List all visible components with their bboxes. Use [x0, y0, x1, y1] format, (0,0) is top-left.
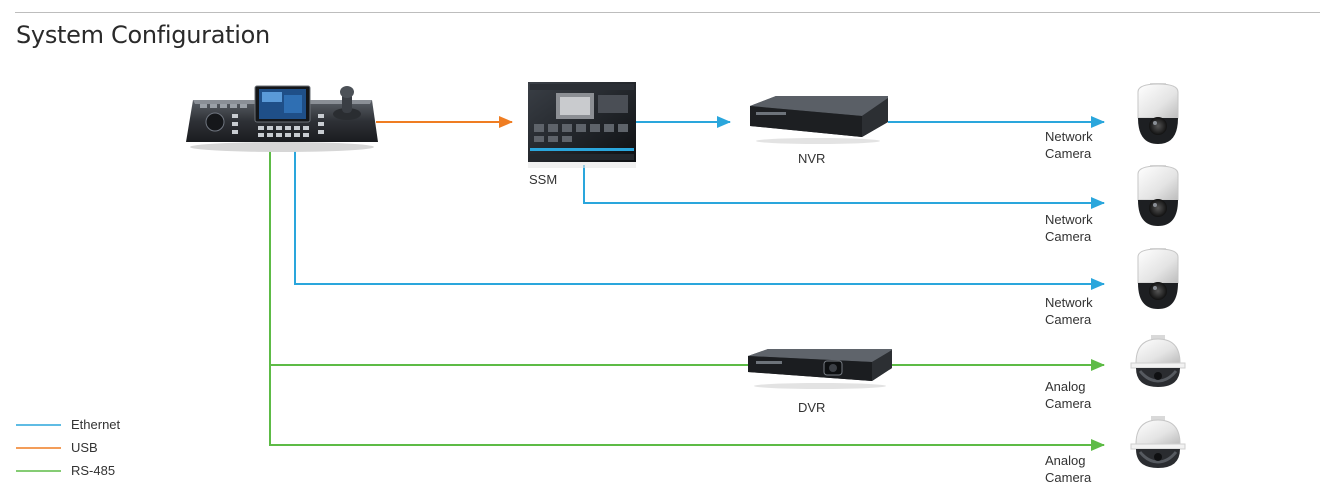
camera-1-label-line2: Camera — [1045, 146, 1092, 161]
rs485-link-keyboard-camera-5 — [269, 365, 1105, 451]
ethernet-link-ssm-camera-2 — [583, 165, 1105, 209]
connections — [269, 116, 1105, 451]
camera-5-label-line1: Analog — [1045, 453, 1085, 468]
camera-4-analog-ptz-icon — [1130, 335, 1186, 387]
camera-5-analog-ptz-icon — [1130, 416, 1186, 468]
camera-5-label-line2: Camera — [1045, 470, 1092, 485]
page-title: System Configuration — [16, 21, 270, 49]
ethernet-link-keyboard-camera-3 — [294, 150, 1105, 290]
camera-4-label-line1: Analog — [1045, 379, 1085, 394]
legend-ethernet-label: Ethernet — [71, 417, 121, 432]
dvr-device-icon — [748, 349, 892, 389]
camera-4-label-line2: Camera — [1045, 396, 1092, 411]
camera-2-label-line2: Camera — [1045, 229, 1092, 244]
legend-usb-label: USB — [71, 440, 98, 455]
camera-2-network-ptz-icon — [1137, 165, 1179, 226]
camera-1-label-line1: Network — [1045, 129, 1093, 144]
camera-3-label-line2: Camera — [1045, 312, 1092, 327]
nvr-label: NVR — [798, 151, 825, 166]
rs485-link-keyboard-dvr — [269, 150, 748, 366]
keyboard-controller-icon — [186, 85, 378, 152]
nvr-device-icon — [750, 96, 888, 144]
top-divider — [15, 12, 1320, 13]
ssm-software-icon — [528, 82, 636, 168]
camera-3-network-ptz-icon — [1137, 248, 1179, 309]
legend: Ethernet USB RS-485 — [16, 417, 121, 478]
camera-2-label-line1: Network — [1045, 212, 1093, 227]
camera-3-label-line1: Network — [1045, 295, 1093, 310]
dvr-label: DVR — [798, 400, 825, 415]
ssm-label: SSM — [529, 172, 557, 187]
camera-1-network-ptz-icon — [1137, 83, 1179, 144]
legend-rs485-label: RS-485 — [71, 463, 115, 478]
